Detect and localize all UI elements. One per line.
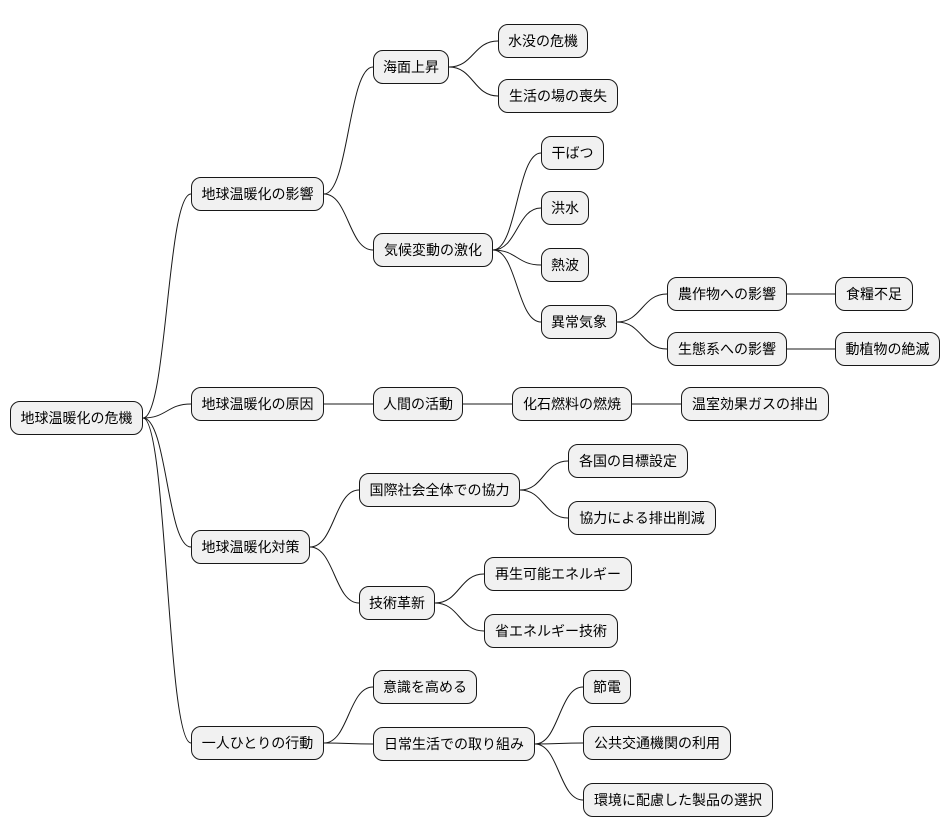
- node-daily-life: 日常生活での取り組み: [373, 727, 535, 761]
- node-eco-products: 環境に配慮した製品の選択: [583, 783, 773, 817]
- edge-impact-to-sea-rise: [323, 66, 374, 195]
- edge-root-to-measures: [142, 417, 192, 548]
- edge-extreme-weather-to-eco-impact: [616, 321, 668, 350]
- node-renewable: 再生可能エネルギー: [484, 557, 632, 591]
- edge-daily-life-to-public-transport: [534, 742, 584, 745]
- edge-measures-to-intl-cooperation: [309, 489, 360, 548]
- node-climate-change: 気候変動の激化: [373, 233, 493, 267]
- node-extinction: 動植物の絶滅: [835, 332, 940, 366]
- edge-root-to-individual-action: [142, 417, 192, 744]
- node-heatwave: 熱波: [541, 248, 589, 282]
- node-save-power: 節電: [583, 670, 631, 704]
- node-energy-saving: 省エネルギー技術: [484, 614, 618, 648]
- node-food-shortage: 食糧不足: [835, 277, 913, 311]
- edge-sea-rise-to-habitat-loss: [448, 66, 499, 97]
- node-emission-reduction: 協力による排出削減: [568, 501, 716, 535]
- edge-individual-action-to-raise-awareness: [323, 686, 374, 744]
- node-public-transport: 公共交通機関の利用: [583, 726, 731, 760]
- node-drought: 干ばつ: [541, 136, 604, 170]
- node-intl-cooperation: 国際社会全体での協力: [359, 473, 520, 507]
- edge-climate-change-to-heatwave: [492, 249, 542, 266]
- edge-climate-change-to-extreme-weather: [492, 249, 542, 323]
- edge-tech-innovation-to-renewable: [434, 573, 485, 604]
- edge-climate-change-to-flood: [492, 207, 542, 251]
- edge-daily-life-to-eco-products: [534, 743, 584, 801]
- node-measures: 地球温暖化対策: [191, 530, 310, 564]
- node-eco-impact: 生態系への影響: [667, 332, 787, 366]
- node-habitat-loss: 生活の場の喪失: [498, 79, 618, 113]
- node-raise-awareness: 意識を高める: [373, 670, 477, 704]
- node-fossil-fuel: 化石燃料の燃焼: [512, 387, 632, 421]
- node-ghg-emission: 温室効果ガスの排出: [681, 387, 829, 421]
- edge-sea-rise-to-submersion: [448, 40, 499, 68]
- edge-individual-action-to-daily-life: [323, 742, 374, 745]
- edge-tech-innovation-to-energy-saving: [434, 602, 485, 632]
- edge-intl-cooperation-to-national-targets: [519, 460, 569, 491]
- edge-intl-cooperation-to-emission-reduction: [519, 489, 569, 519]
- edge-climate-change-to-drought: [492, 152, 542, 251]
- node-extreme-weather: 異常気象: [541, 305, 617, 339]
- edge-extreme-weather-to-crop-impact: [616, 293, 668, 323]
- edge-root-to-impact: [142, 193, 192, 419]
- node-flood: 洪水: [541, 191, 589, 225]
- edge-root-to-cause: [142, 403, 192, 419]
- node-sea-rise: 海面上昇: [373, 50, 449, 84]
- node-submersion: 水没の危機: [498, 24, 588, 58]
- node-individual-action: 一人ひとりの行動: [191, 726, 324, 760]
- node-human-activity: 人間の活動: [373, 387, 463, 421]
- edge-daily-life-to-save-power: [534, 686, 584, 745]
- node-root: 地球温暖化の危機: [10, 401, 143, 435]
- node-crop-impact: 農作物への影響: [667, 277, 787, 311]
- edge-measures-to-tech-innovation: [309, 546, 360, 604]
- node-tech-innovation: 技術革新: [359, 586, 435, 620]
- node-cause: 地球温暖化の原因: [191, 387, 324, 421]
- edge-impact-to-climate-change: [323, 193, 374, 251]
- node-national-targets: 各国の目標設定: [568, 444, 688, 478]
- node-impact: 地球温暖化の影響: [191, 177, 324, 211]
